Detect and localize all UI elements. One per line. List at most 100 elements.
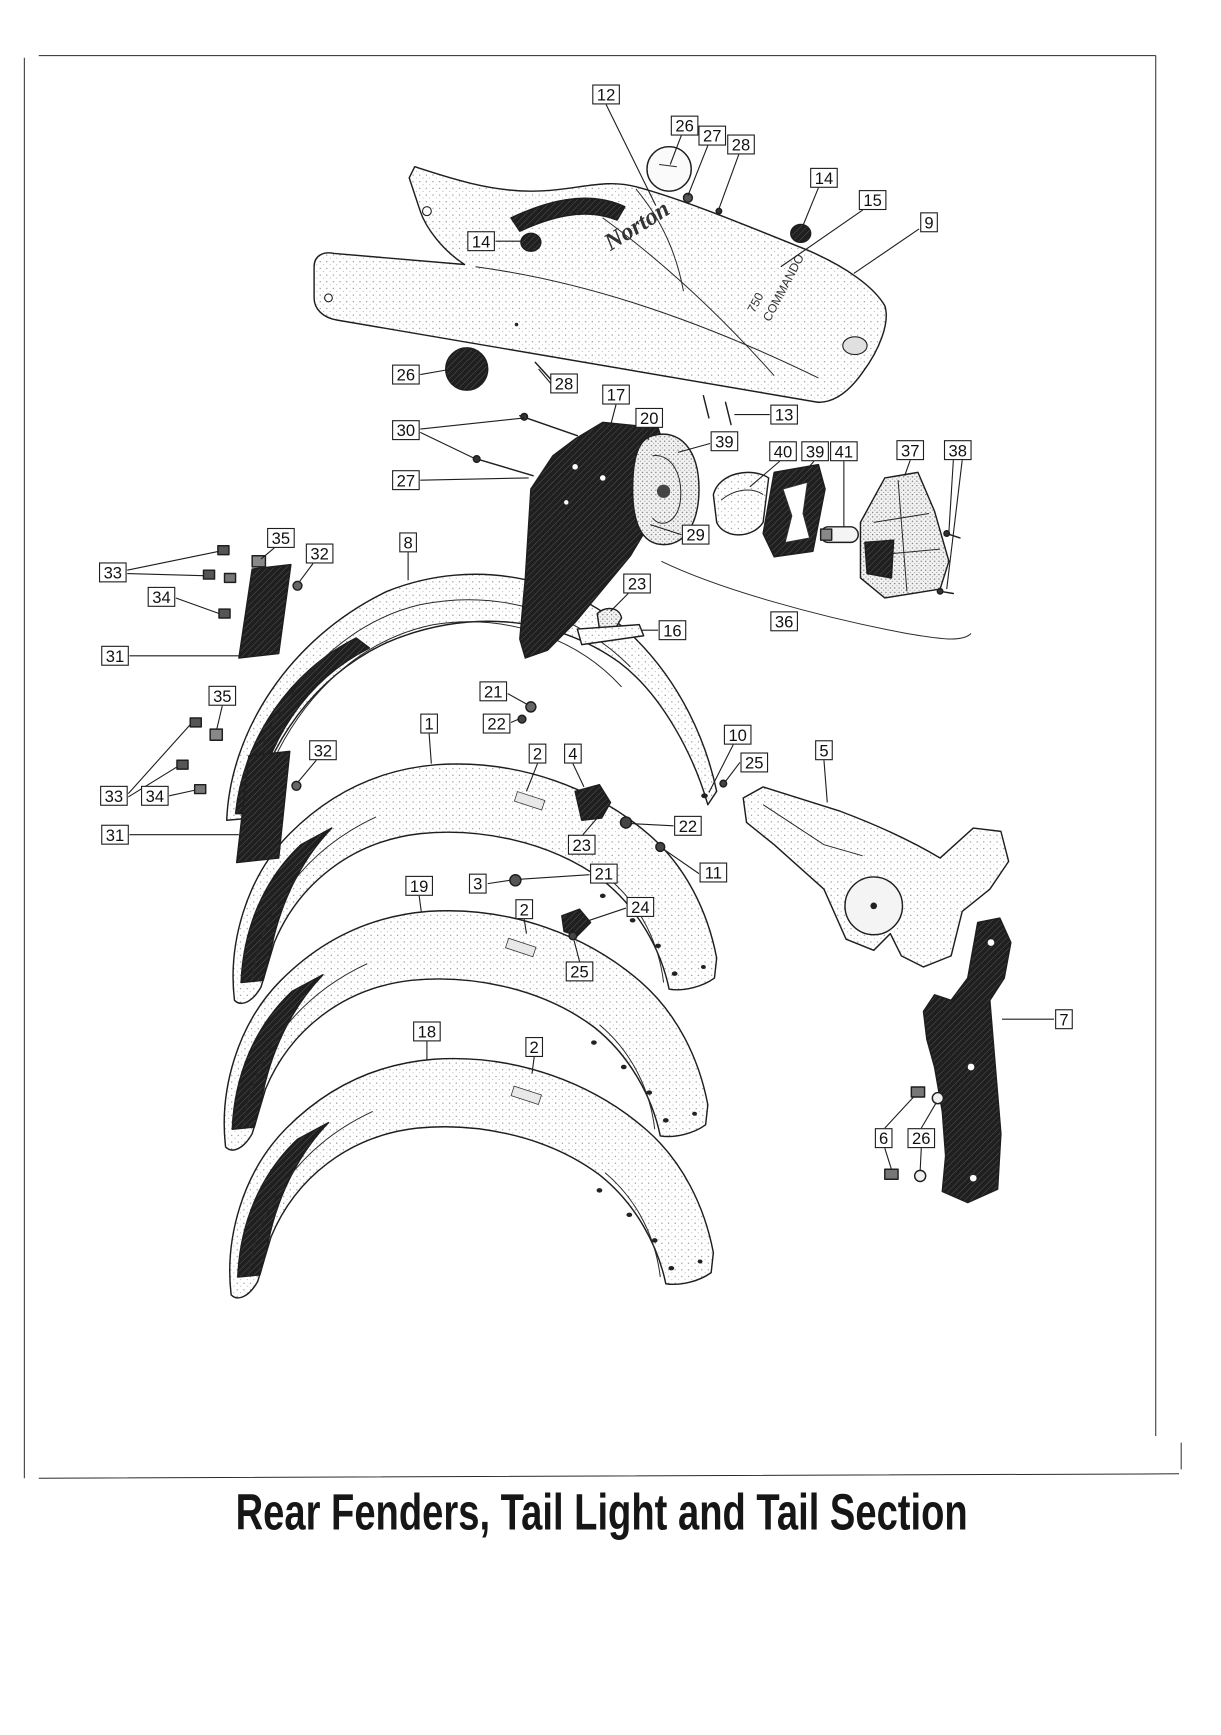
fender-hole [701,793,708,799]
leader-line [523,919,527,934]
callout-4: 4 [564,743,585,788]
leader-line [718,154,740,210]
callout-number: 38 [949,441,967,460]
callout-33: 33 [98,550,220,583]
callout-number: 28 [732,136,750,155]
callout-number: 33 [104,563,122,582]
callout-box [420,713,438,734]
callout-box [565,961,594,982]
callout-26: 26 [669,115,699,165]
callout-22: 22 [482,713,519,734]
callout-box [528,743,547,764]
leader-line [610,593,629,612]
callout-39: 39 [677,431,739,453]
callout-number: 4 [568,745,577,764]
callout-number: 2 [533,745,542,764]
callout-box [770,404,798,425]
callout-9: 9 [853,212,938,274]
leader-line [687,145,709,196]
leader-line [572,763,585,788]
callout-box [810,167,838,188]
callout-number: 9 [924,213,933,232]
leader-line [884,1096,914,1129]
callout-number: 18 [418,1023,436,1042]
leader-line [677,442,711,453]
callout-2: 2 [525,1036,544,1074]
callout-number: 32 [314,741,332,760]
callout-number: 35 [272,529,290,548]
callout-number: 13 [775,406,793,425]
callout-number: 16 [663,621,681,640]
callout-29: 29 [650,524,710,545]
leader-line [127,550,220,571]
callout-box [1055,1009,1073,1030]
leader-line [507,693,528,706]
reflector-hardware [176,545,303,795]
callout-number: 40 [774,442,792,461]
callout-box [141,785,169,806]
callout-3: 3 [468,873,510,894]
leader-line [804,460,815,472]
callout-32: 32 [299,543,334,582]
leader-line [802,187,819,226]
leader-line [609,404,617,426]
callout-26: 26 [907,1103,937,1171]
leader-line [420,477,529,481]
callout-number: 37 [901,441,919,460]
callout-box [405,875,433,896]
callout-box [727,134,755,155]
leader-line [749,460,781,488]
callout-box [740,752,769,773]
callout-box [874,1128,893,1149]
callout-number: 6 [879,1129,888,1148]
callout-number: 21 [595,865,613,884]
callout-box [564,743,582,764]
callout-number: 22 [487,715,505,734]
callout-number: 32 [310,545,328,564]
callout-40: 40 [749,441,797,488]
callout-box [392,470,420,491]
callout-box [567,834,596,855]
callout-number: 21 [484,682,502,701]
number-plate-bracket-7 [922,917,1012,1204]
leader-line [169,789,195,797]
callout-box [623,573,651,594]
leader-line [573,940,581,962]
callout-box [98,562,127,583]
callout-number: 2 [530,1038,539,1057]
leader-line [128,766,178,798]
callout-number: 27 [397,471,415,490]
callout-number: 23 [573,836,591,855]
callout-28: 28 [538,368,578,394]
callout-box [101,645,129,666]
leader-line [669,135,682,165]
page-frame [23,55,1182,1479]
bulb-41 [819,526,859,544]
callout-box [698,125,727,146]
callout-14: 14 [467,231,521,251]
tail-light-lens-37 [859,471,950,599]
leader-line [428,733,432,764]
callout-box [723,724,752,745]
callout-box [801,441,829,462]
callout-number: 26 [675,117,693,136]
leader-line [420,417,525,430]
callout-number: 12 [597,86,615,105]
callout-number: 5 [819,741,828,760]
rear-fender-18 [229,1057,715,1299]
callout-25: 25 [565,940,594,982]
callout-box [920,212,938,233]
callout-number: 19 [410,877,428,896]
callout-1: 1 [420,713,438,764]
callout-box [815,740,833,761]
callout-22: 22 [631,815,702,836]
reflector-lower [235,750,291,864]
callout-number: 35 [213,687,231,706]
callout-number: 22 [679,817,697,836]
callout-24: 24 [589,896,655,921]
callout-35: 35 [260,527,295,560]
callout-19: 19 [405,875,433,913]
callout-box [101,824,129,845]
callout-number: 26 [912,1129,930,1148]
callout-number: 11 [705,864,722,883]
